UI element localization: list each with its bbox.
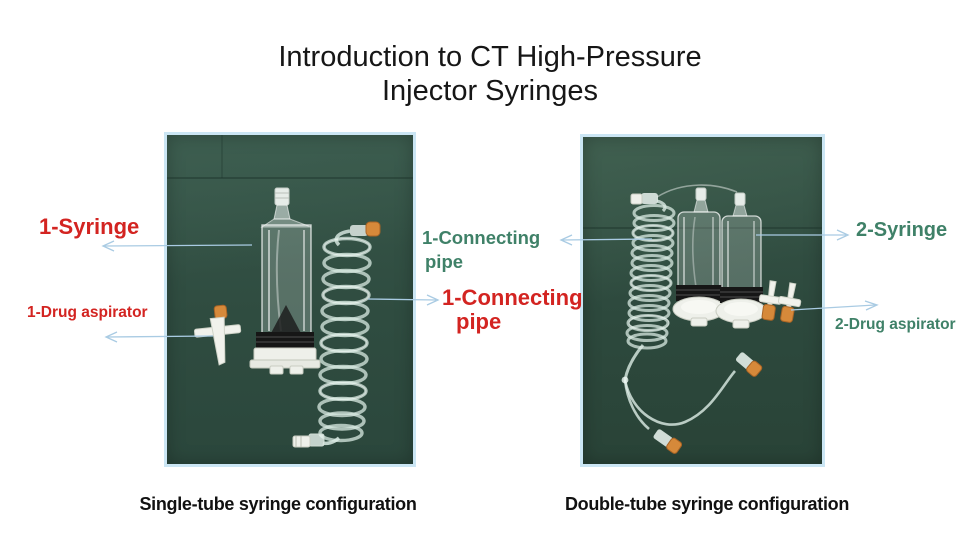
label-1-connecting-pipe-single-line1: 1-Connecting [442,285,583,310]
syringe-illustration [249,187,321,375]
label-1-connecting-pipe-double-line2: pipe [425,251,464,272]
syringe-illustration-right [715,192,767,329]
label-1-connecting-pipe-single-line2: pipe [456,309,502,334]
label-1-drug-aspirator: 1-Drug aspirator [27,304,148,321]
label-1-connecting-pipe-double-line1: 1-Connecting [422,227,541,248]
coil-pipe-illustration [621,184,763,454]
slide-title-line2: Injector Syringes [382,75,598,107]
drug-aspirator-illustration-right [777,282,802,323]
drug-aspirator-illustration [193,304,242,366]
double-tube-photo-illustration [583,184,822,454]
label-2-drug-aspirator: 2-Drug aspirator [835,316,956,333]
label-1-connecting-pipe-single: 1-Connecting pipe [442,286,583,334]
coil-pipe-illustration [292,221,381,448]
drug-aspirator-illustration-left [758,280,783,321]
caption-double-tube: Double-tube syringe configuration [564,494,850,514]
syringe-illustration-left [672,187,726,327]
slide-title: Introduction to CT High-Pressure Injecto… [0,40,980,108]
single-tube-photo [164,132,416,467]
slide-title-line1: Introduction to CT High-Pressure [278,41,702,73]
label-1-connecting-pipe-double: 1-Connecting pipe [422,226,540,274]
caption-single-tube: Single-tube syringe configuration [139,494,417,514]
double-tube-photo [580,134,825,467]
label-1-syringe: 1-Syringe [39,214,140,239]
single-tube-photo-illustration [167,135,413,448]
label-2-syringe: 2-Syringe [856,219,948,241]
